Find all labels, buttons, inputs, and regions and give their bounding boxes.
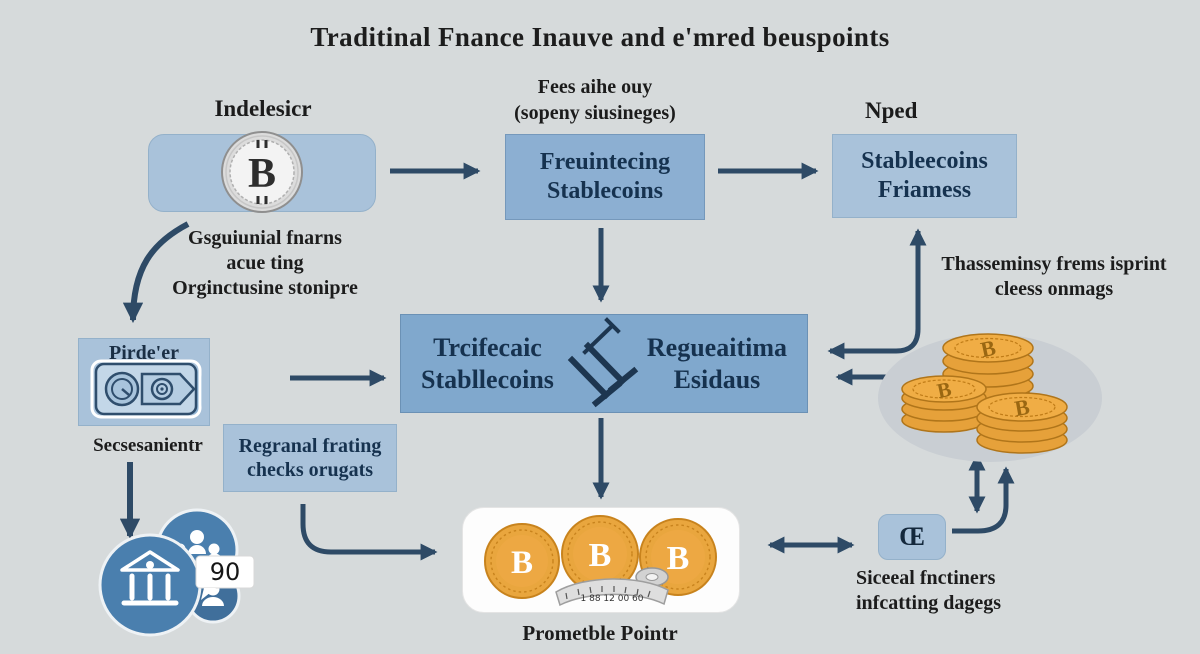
label-nped: Nped: [865, 98, 918, 123]
svg-text:90: 90: [210, 558, 241, 586]
label-fees-line2: (sopeny siusineges): [514, 102, 676, 124]
node-text-line2: Friamess: [877, 177, 972, 203]
note-oe: Siceeal fnctiners infcatting dagegs: [856, 566, 1086, 616]
node-provider: Pirde'er: [78, 338, 210, 426]
note-left: Gsguiunial fnarns acue ting Orginctusine…: [120, 226, 410, 301]
badge-90: 90: [195, 555, 255, 600]
coin-stack-top: B: [942, 333, 1034, 412]
note-right-line2: cleess onmags: [994, 278, 1114, 300]
people-icons-group: 90: [98, 508, 255, 637]
node-center: Trcifecaic Stabllecoins Regueaitima Esid…: [400, 314, 808, 413]
node-stableecoins-friamess: Stableecoins Friamess: [832, 134, 1017, 218]
coin-stack-left: B: [901, 375, 987, 433]
node-coins-white-box: [462, 507, 740, 613]
coin-stacks-blob: [878, 334, 1102, 462]
note-left-line3: Orginctusine stonipre: [172, 277, 358, 299]
note-oe-line1: Siceeal fnctiners: [856, 567, 996, 589]
coin-stacks-group: B B B: [878, 333, 1102, 462]
node-oe: Œ: [878, 514, 946, 560]
node-center-left-text: Trcifecaic Stabllecoins: [421, 332, 554, 394]
arrow-coins-to-center-and-friamess: [827, 228, 927, 360]
note-left-line2: acue ting: [226, 252, 304, 274]
node-bitcoin-box: [148, 134, 376, 212]
ladder-glyph-spacer: [554, 316, 647, 411]
label-indelesicr: Indelesicr: [214, 96, 312, 121]
node-text-line1: Stableecoins: [861, 148, 988, 175]
people-trio-icon: [171, 530, 223, 562]
node-center-left-line1: Trcifecaic: [433, 333, 542, 363]
node-regional-line2: checks orugats: [246, 459, 374, 481]
node-regional-line1: Regranal frating: [238, 435, 382, 457]
note-provider-caption: Secsesanientr: [93, 435, 203, 456]
note-oe-line2: infcatting dagegs: [856, 592, 1001, 614]
node-text-line2: Stablecoins: [546, 178, 663, 204]
label-fees-line1: Fees aihe ouy: [537, 76, 653, 98]
node-text-line1: Freuintecing: [539, 149, 671, 176]
node-center-left-line2: Stabllecoins: [421, 364, 554, 394]
caption-prometble: Prometble Pointr: [522, 621, 678, 645]
person-circle: [185, 568, 241, 624]
coin-stack-right: B: [976, 392, 1068, 454]
arrow-oe-curve-up-to-coins: [952, 466, 1015, 534]
note-right-line1: Thasseminsy frems isprint: [941, 253, 1167, 275]
people-circle: [155, 508, 239, 592]
node-regional-checks: Regranal frating checks orugats: [223, 424, 397, 492]
node-center-right-line2: Esidaus: [673, 364, 761, 394]
arrow-regional-curve-to-coins-box: [300, 504, 438, 561]
node-center-right-line1: Regueaitima: [646, 333, 787, 363]
svg-text:B: B: [935, 377, 954, 403]
note-right: Thasseminsy frems isprint cleess onmags: [928, 252, 1180, 302]
svg-text:B: B: [1013, 394, 1032, 421]
bank-icon: [120, 550, 180, 606]
label-fees: Fees aihe ouy (sopeny siusineges): [460, 74, 730, 126]
bank-circle: [98, 533, 202, 637]
node-freuintecing-stablecoins: Freuintecing Stablecoins: [505, 134, 705, 220]
person-icon: [202, 582, 224, 606]
page-title: Traditinal Fnance Inauve and e'mred beus…: [310, 22, 890, 52]
node-center-right-text: Regueaitima Esidaus: [647, 332, 787, 394]
note-left-line1: Gsguiunial fnarns: [188, 227, 342, 249]
svg-text:B: B: [978, 335, 998, 363]
node-provider-label: Pirde'er: [109, 342, 179, 364]
